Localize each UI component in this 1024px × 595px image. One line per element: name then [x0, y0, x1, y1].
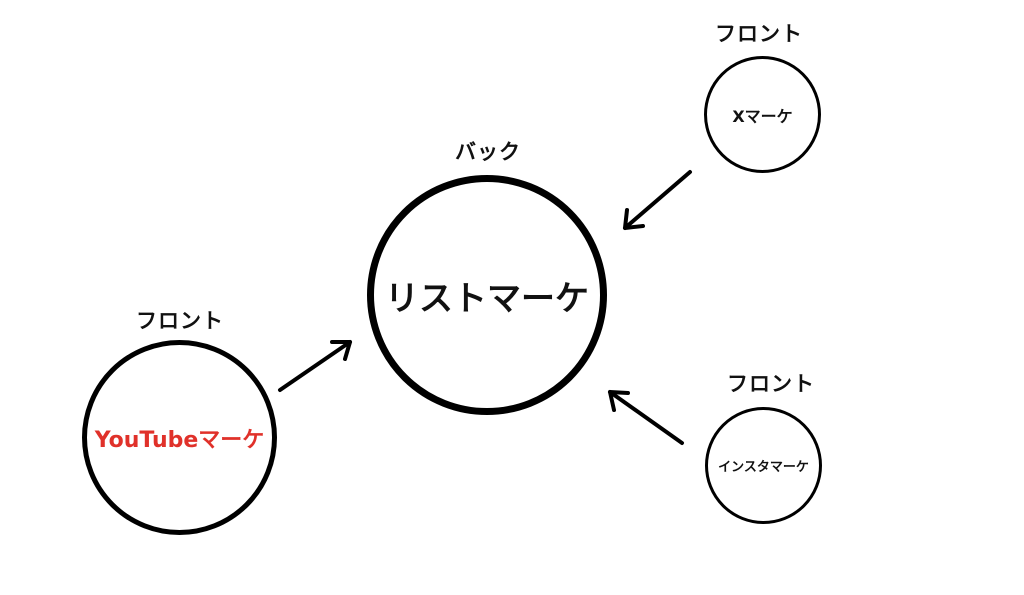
center-node-label: リストマーケ [385, 278, 589, 319]
center-node: リストマーケ [367, 175, 607, 415]
arrow-youtube-to-center [278, 340, 352, 392]
insta-node-label: インスタマーケ [718, 460, 809, 475]
x-heading: フロント [715, 22, 803, 46]
arrow-insta-to-center [608, 390, 684, 445]
center-heading: バック [455, 140, 521, 164]
x-node: Xマーケ [704, 56, 821, 173]
x-node-label: Xマーケ [732, 106, 793, 126]
arrow-x-to-center [623, 170, 692, 230]
insta-heading: フロント [727, 372, 815, 396]
youtube-heading: フロント [136, 309, 224, 333]
insta-node: インスタマーケ [705, 407, 822, 524]
youtube-node: YouTubeマーケ [82, 340, 277, 535]
youtube-node-label: YouTubeマーケ [94, 427, 265, 453]
